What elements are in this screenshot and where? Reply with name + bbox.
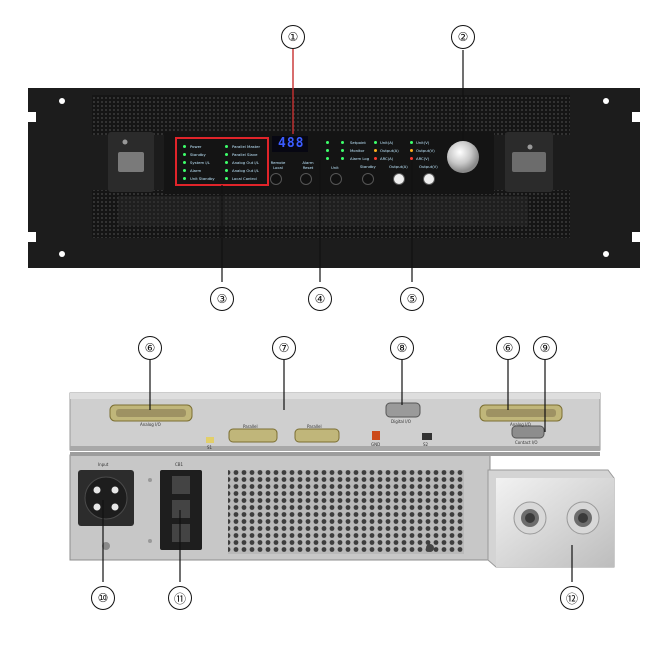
callout-6-left: ⑥ bbox=[138, 336, 162, 360]
far-label: ARC(V) bbox=[416, 156, 430, 161]
status-label: Standby bbox=[190, 152, 206, 157]
led-arc-a bbox=[374, 157, 377, 160]
out-label: Unit(A) bbox=[380, 140, 394, 145]
led-power bbox=[183, 145, 186, 148]
callout-11: ⑪ bbox=[168, 586, 192, 610]
far-label: Output(V) bbox=[416, 148, 435, 153]
led-arc-v bbox=[410, 157, 413, 160]
led-output-a bbox=[374, 149, 377, 152]
callout-8: ⑧ bbox=[390, 336, 414, 360]
remote-local-label: Remote Local bbox=[270, 160, 286, 170]
status-label: System I/L bbox=[190, 160, 210, 165]
status-label: Power bbox=[190, 144, 202, 149]
connector-label: Digital I/O bbox=[391, 419, 411, 424]
output-a-button[interactable] bbox=[393, 173, 405, 185]
seven-segment-display: 488 bbox=[278, 136, 305, 151]
monitor-label: Monitor bbox=[350, 148, 365, 153]
led-alarm bbox=[183, 169, 186, 172]
callout-6-right: ⑥ bbox=[496, 336, 520, 360]
led-indicator bbox=[326, 141, 329, 144]
led-system-il bbox=[183, 161, 186, 164]
control-knob[interactable] bbox=[447, 141, 479, 173]
callout-2: ② bbox=[451, 25, 475, 49]
callout-12: ⑫ bbox=[560, 586, 584, 610]
status-label: Analog Out I/L bbox=[232, 168, 259, 173]
alarm-reset-button[interactable] bbox=[300, 173, 312, 185]
far-label: Unit(V) bbox=[416, 140, 430, 145]
led-indicator bbox=[341, 157, 344, 160]
status-label: Local Control bbox=[232, 176, 257, 181]
callout-10: ⑩ bbox=[91, 586, 115, 610]
out-label: ARC(A) bbox=[380, 156, 394, 161]
switch-label: GND bbox=[371, 442, 381, 447]
switch-label: S2 bbox=[423, 442, 429, 447]
status-label: Parallel Master bbox=[232, 144, 261, 149]
status-label: Analog Out I/L bbox=[232, 160, 259, 165]
led-indicator bbox=[326, 149, 329, 152]
led-unit-a bbox=[374, 141, 377, 144]
callout-3: ③ bbox=[210, 287, 234, 311]
led-local-control bbox=[225, 177, 228, 180]
led-output-v bbox=[410, 149, 413, 152]
led-indicator bbox=[341, 149, 344, 152]
led-parallel-master bbox=[225, 145, 228, 148]
connector-label: Analog I/O bbox=[140, 422, 161, 427]
status-label: Alarm bbox=[190, 168, 202, 173]
status-label: Parallel Slave bbox=[232, 152, 258, 157]
standby-label: Standby bbox=[360, 164, 376, 169]
status-label: Unit Standby bbox=[190, 176, 215, 181]
out-label: Output(A) bbox=[380, 148, 399, 153]
callout-5: ⑤ bbox=[400, 287, 424, 311]
led-unit-standby bbox=[183, 177, 186, 180]
setpoint-label: Setpoint bbox=[350, 140, 366, 145]
breaker-label: CB1 bbox=[175, 462, 184, 467]
connector-label: Analog I/O bbox=[510, 422, 531, 427]
callout-1: ① bbox=[281, 25, 305, 49]
connector-label: Parallel bbox=[307, 424, 322, 429]
led-indicator bbox=[341, 141, 344, 144]
callout-4: ④ bbox=[308, 287, 332, 311]
alarm-reset-label: Alarm Reset bbox=[302, 160, 314, 170]
output-v-label: Output(V) bbox=[419, 164, 438, 169]
alarm-log-label: Alarm Log bbox=[350, 156, 370, 161]
led-analog-out-2 bbox=[225, 169, 228, 172]
callout-7: ⑦ bbox=[272, 336, 296, 360]
led-standby bbox=[183, 153, 186, 156]
connector-label: Contact I/O bbox=[515, 440, 538, 445]
connector-label: Parallel bbox=[243, 424, 258, 429]
led-parallel-slave bbox=[225, 153, 228, 156]
power-input-label: Input bbox=[98, 462, 109, 467]
callout-9: ⑨ bbox=[533, 336, 557, 360]
led-analog-out-1 bbox=[225, 161, 228, 164]
remote-local-button[interactable] bbox=[270, 173, 282, 185]
unit-button[interactable] bbox=[330, 173, 342, 185]
switch-label: S1 bbox=[207, 445, 213, 450]
output-v-button[interactable] bbox=[423, 173, 435, 185]
standby-button[interactable] bbox=[362, 173, 374, 185]
led-unit-v bbox=[410, 141, 413, 144]
led-indicator bbox=[326, 157, 329, 160]
unit-label: Unit bbox=[331, 165, 339, 170]
output-a-label: Output(A) bbox=[389, 164, 408, 169]
